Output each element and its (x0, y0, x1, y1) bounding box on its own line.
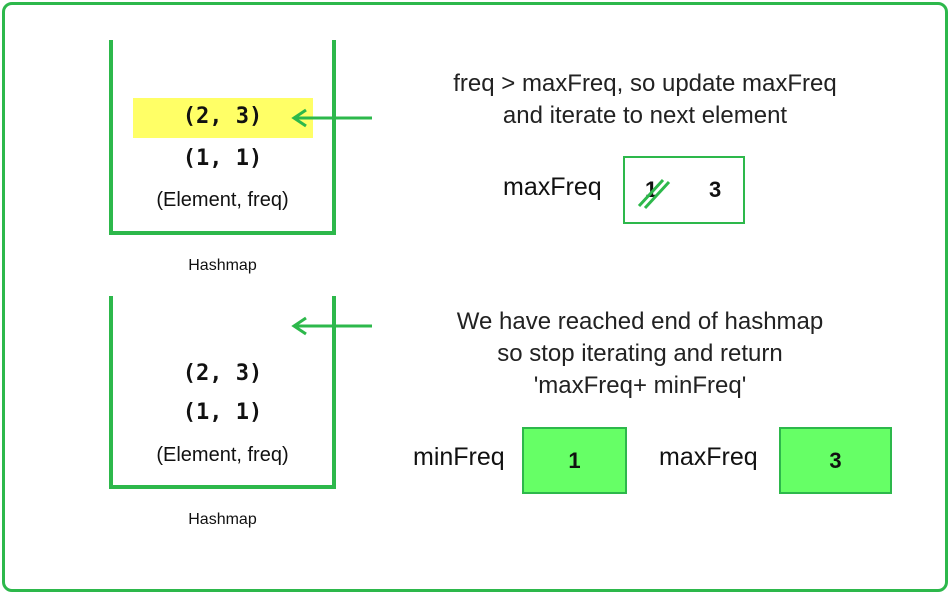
hashmap-header-final: (Element, freq) (156, 444, 289, 466)
hashmap-bucket-top (109, 40, 336, 235)
top-message: freq > maxFreq, so update maxFreq and it… (380, 68, 910, 132)
hashmap-entry-2-3-final: (2, 3) (182, 361, 263, 386)
bottom-message: We have reached end of hashmap so stop i… (380, 306, 900, 402)
hashmap-entry-1-1-final: (1, 1) (182, 400, 263, 425)
end-pointer-arrow-icon (291, 316, 372, 336)
maxfreq-label-final: maxFreq (659, 443, 758, 471)
hashmap-caption-final: Hashmap (188, 511, 257, 528)
hashmap-entry-2-3: (2, 3) (182, 104, 263, 129)
minfreq-value: 1 (568, 447, 581, 473)
maxfreq-box-final: 3 (779, 427, 892, 494)
strikethrough-icon (637, 178, 671, 210)
top-message-line1: freq > maxFreq, so update maxFreq (453, 70, 837, 97)
maxfreq-label: maxFreq (503, 173, 602, 201)
new-maxfreq-value: 3 (709, 177, 722, 202)
bottom-message-line1: We have reached end of hashmap (456, 308, 824, 335)
top-message-line2: and iterate to next element (502, 102, 788, 129)
hashmap-header: (Element, freq) (156, 189, 289, 211)
hashmap-bucket-bottom (109, 296, 336, 489)
minfreq-box: 1 (522, 427, 627, 494)
bottom-message-line3: 'maxFreq+ minFreq' (533, 372, 747, 399)
maxfreq-box: 1 3 (623, 156, 745, 224)
maxfreq-value-final: 3 (829, 447, 842, 473)
bottom-message-line2: so stop iterating and return (497, 340, 783, 367)
pointer-arrow-icon (291, 108, 372, 128)
hashmap-caption: Hashmap (188, 257, 257, 274)
minfreq-label: minFreq (413, 443, 505, 471)
current-entry-highlight (133, 98, 313, 138)
hashmap-entry-1-1: (1, 1) (182, 146, 263, 171)
